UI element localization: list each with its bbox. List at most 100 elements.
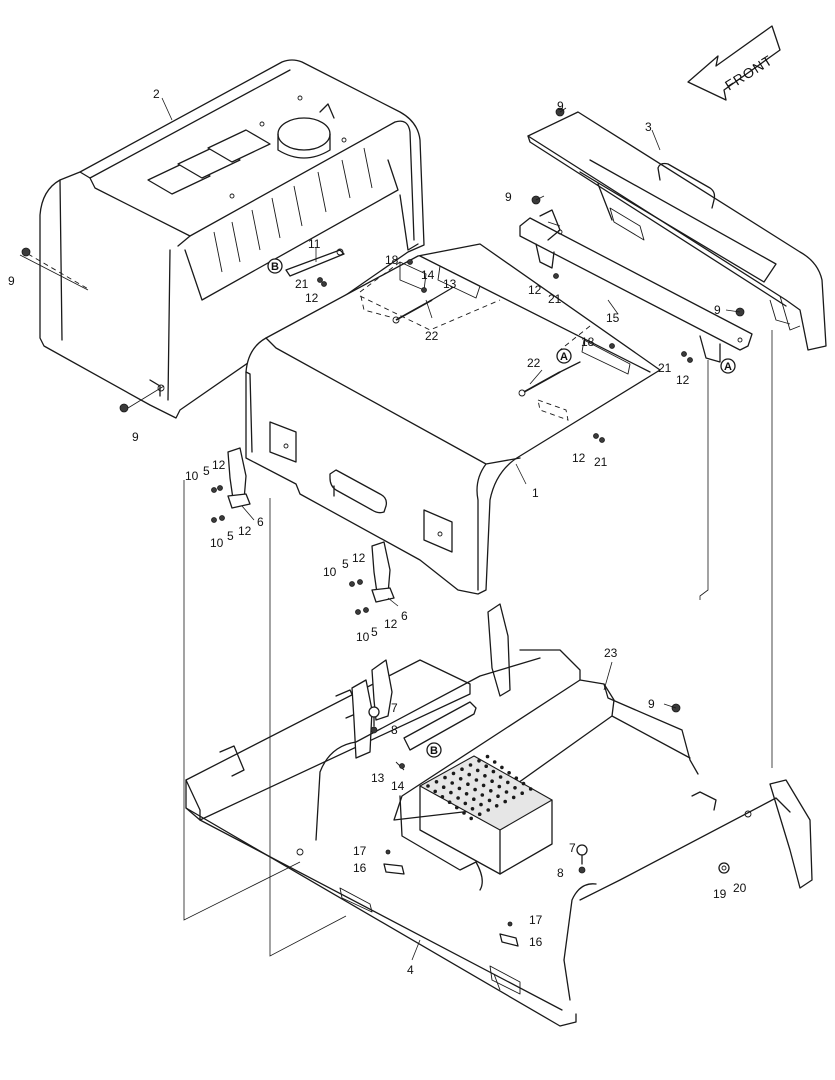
grille-hole bbox=[451, 771, 456, 776]
latch-part-6-upper bbox=[211, 447, 251, 523]
callout-21: 21 bbox=[594, 455, 608, 469]
grille-hole bbox=[474, 778, 479, 782]
small-hardware-bottom bbox=[368, 706, 730, 947]
knob-hardware bbox=[21, 107, 745, 713]
callout-5: 5 bbox=[203, 464, 210, 478]
grille-hole bbox=[484, 764, 489, 768]
grille-hole bbox=[466, 782, 470, 786]
gas-spring-part-22-lower bbox=[518, 361, 581, 397]
callout-18: 18 bbox=[581, 335, 595, 349]
grille-hole bbox=[473, 787, 477, 792]
grille-hole bbox=[447, 800, 452, 804]
callout-19: 19 bbox=[713, 887, 727, 901]
grille-hole bbox=[494, 804, 499, 808]
grille-hole bbox=[489, 789, 493, 793]
grille-hole bbox=[480, 793, 485, 797]
callout-labels: 2 3 9 9 9 9 9 9 11 21 12 18 14 13 22 12 … bbox=[8, 87, 747, 977]
callout-5: 5 bbox=[371, 625, 378, 639]
grille-hole bbox=[500, 765, 504, 770]
grille-hole bbox=[528, 787, 533, 791]
gas-spring-part-22-upper bbox=[392, 287, 453, 324]
callout-12: 12 bbox=[352, 551, 366, 565]
grille-hole bbox=[487, 798, 492, 803]
callout-17: 17 bbox=[529, 913, 543, 927]
callout-10: 10 bbox=[356, 630, 370, 644]
frame-hinge-bracket bbox=[403, 701, 477, 751]
callout-12: 12 bbox=[212, 458, 226, 472]
front-direction-arrow: FRONT bbox=[687, 25, 781, 101]
callout-10: 10 bbox=[323, 565, 337, 579]
callout-4: 4 bbox=[407, 963, 414, 977]
callout-12: 12 bbox=[384, 617, 398, 631]
grille-hole bbox=[472, 797, 476, 801]
grille-hole bbox=[481, 783, 486, 788]
grille-hole bbox=[506, 780, 510, 785]
guard-frame-part-23 bbox=[315, 603, 813, 1001]
grille-hole bbox=[511, 795, 516, 800]
reference-markers: B A A B bbox=[267, 258, 736, 758]
marker-b-lower: B bbox=[426, 742, 442, 758]
grille-hole bbox=[462, 811, 466, 815]
grille-hole bbox=[456, 796, 460, 800]
marker-a-upper: A bbox=[556, 348, 572, 364]
grille-hole bbox=[464, 792, 469, 796]
grille-holes bbox=[426, 754, 533, 821]
grille-hole bbox=[492, 760, 497, 764]
callout-14: 14 bbox=[421, 268, 435, 282]
grille-hole bbox=[477, 759, 481, 763]
callout-20: 20 bbox=[733, 881, 747, 895]
latch-part-6-lower bbox=[349, 541, 395, 615]
svg-text:A: A bbox=[724, 361, 732, 373]
grille-hole bbox=[485, 754, 490, 759]
grille-hole bbox=[433, 789, 438, 794]
grille-hole bbox=[450, 781, 455, 785]
grille-hole bbox=[449, 790, 453, 795]
grille-hole bbox=[498, 775, 503, 779]
callout-21: 21 bbox=[295, 277, 309, 291]
grille-hole bbox=[458, 777, 463, 781]
callout-9: 9 bbox=[505, 190, 512, 204]
grille-hole bbox=[503, 799, 508, 804]
grille-hole bbox=[443, 775, 447, 780]
callout-8: 8 bbox=[391, 723, 398, 737]
callout-16: 16 bbox=[529, 935, 543, 949]
grille-hole bbox=[491, 769, 496, 774]
callout-12: 12 bbox=[528, 283, 542, 297]
grille-hole bbox=[483, 774, 487, 778]
grille-hole bbox=[507, 771, 511, 775]
callout-13: 13 bbox=[443, 277, 457, 291]
callout-22: 22 bbox=[527, 356, 541, 370]
callout-3: 3 bbox=[645, 120, 652, 134]
grille-hole bbox=[497, 784, 502, 789]
callout-9: 9 bbox=[132, 430, 139, 444]
callout-10: 10 bbox=[185, 469, 199, 483]
callout-13: 13 bbox=[371, 771, 385, 785]
grille-hole bbox=[490, 779, 494, 783]
callout-12: 12 bbox=[238, 524, 252, 538]
callout-9: 9 bbox=[648, 697, 655, 711]
callout-11: 11 bbox=[308, 237, 321, 251]
front-cover-part-3 bbox=[527, 111, 827, 351]
hood-cover-part-2 bbox=[27, 59, 425, 419]
callout-10: 10 bbox=[210, 536, 224, 550]
grille-hole bbox=[513, 786, 517, 790]
grille-hole bbox=[460, 767, 464, 771]
callout-12: 12 bbox=[676, 373, 690, 387]
grille-hole bbox=[434, 780, 439, 784]
grille-hole bbox=[520, 791, 524, 795]
leader-lines bbox=[161, 97, 741, 961]
callout-17: 17 bbox=[353, 844, 367, 858]
callout-12: 12 bbox=[572, 451, 586, 465]
grille-hole bbox=[479, 802, 483, 807]
grille-hole bbox=[426, 784, 430, 788]
svg-text:B: B bbox=[271, 261, 279, 273]
grille-hole bbox=[504, 790, 509, 794]
grille-hole bbox=[468, 763, 473, 767]
support-rod-part-11 bbox=[285, 248, 345, 277]
grille-hole bbox=[455, 805, 459, 810]
callout-14: 14 bbox=[391, 779, 405, 793]
callout-5: 5 bbox=[342, 557, 349, 571]
marker-a-right: A bbox=[720, 358, 736, 374]
marker-b-upper: B bbox=[267, 258, 283, 274]
callout-9: 9 bbox=[557, 99, 564, 113]
